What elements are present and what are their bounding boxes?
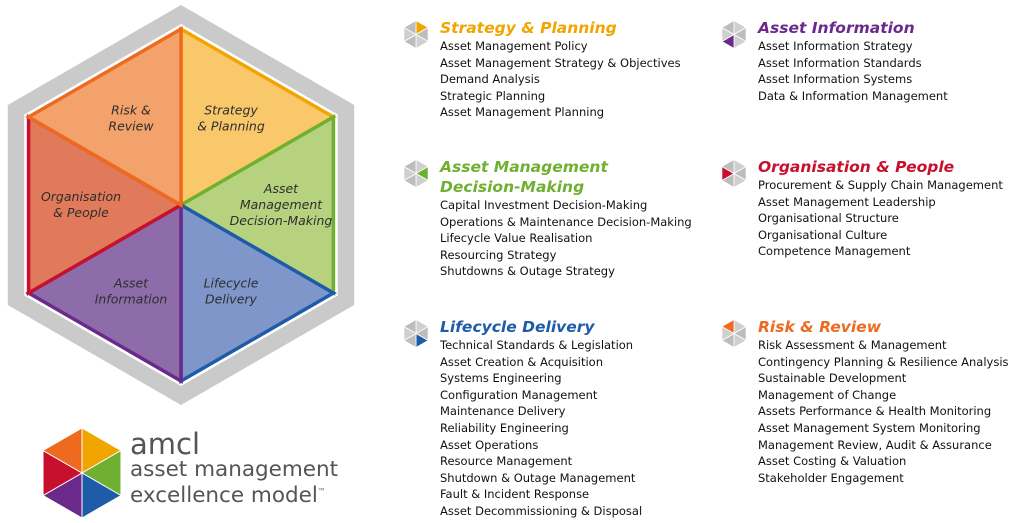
group-title-line: Asset Management: [440, 158, 608, 176]
segment-label-line: Management: [240, 197, 323, 212]
mini-hex-segment: [721, 158, 735, 175]
segment-label-strategy-planning: Strategy& Planning: [197, 102, 265, 133]
group-item: Resourcing Strategy: [440, 247, 557, 262]
group-item: Fault & Incident Response: [440, 487, 590, 502]
group-item: Asset Management Policy: [440, 39, 588, 53]
segment-label-line: Information: [95, 292, 168, 307]
decision-making-hexagon-icon: [403, 158, 429, 189]
segment-label-line: Organisation: [41, 189, 121, 204]
logo-segment: [42, 427, 83, 474]
group-item: Shutdowns & Outage Strategy: [440, 264, 615, 279]
group-title-line: Lifecycle Delivery: [440, 318, 595, 336]
segment-label-line: & Planning: [197, 118, 265, 133]
group-item: Management Review, Audit & Assurance: [758, 437, 992, 452]
group-item: Lifecycle Value Realisation: [440, 231, 593, 246]
group-item: Asset Management Planning: [440, 105, 605, 120]
group-item: Demand Analysis: [440, 72, 540, 87]
group-item: Organisational Structure: [758, 211, 899, 226]
segment-label-line: Delivery: [205, 292, 257, 307]
group-item: Asset Costing & Valuation: [758, 454, 907, 469]
group-item: Maintenance Delivery: [440, 404, 566, 419]
group-item: Competence Management: [758, 244, 911, 259]
segment-risk-review: [25, 25, 183, 209]
group-item: Asset Creation & Acquisition: [440, 354, 604, 369]
risk-review-hexagon-icon: [721, 318, 747, 349]
segment-label-line: Lifecycle: [204, 276, 259, 291]
group-item: Data & Information Management: [758, 88, 948, 103]
segment-label-line: Asset: [113, 276, 149, 291]
group-item: Capital Investment Decision-Making: [440, 198, 648, 212]
mini-hex-segment: [403, 318, 417, 335]
mini-hex-segment: [721, 19, 735, 36]
brand-wordmark: amcl asset management excellence model™: [130, 430, 338, 507]
group-item: Stakeholder Engagement: [758, 470, 904, 485]
group-title: Lifecycle Delivery: [440, 317, 595, 337]
group-title-line: Organisation & People: [758, 158, 955, 176]
group-item: Asset Decommissioning & Disposal: [440, 503, 643, 518]
group-item: Reliability Engineering: [440, 420, 569, 435]
group-item: Contingency Planning & Resilience Analys…: [758, 354, 1009, 369]
group-title-line: Decision-Making: [440, 178, 585, 196]
brand-tagline-1: asset management: [130, 457, 339, 482]
segment-label-line: Asset: [263, 181, 299, 196]
segment-label-line: Decision-Making: [230, 213, 333, 228]
group-item: Configuration Management: [440, 387, 598, 402]
group-item: Assets Performance & Health Monitoring: [758, 404, 992, 419]
amcl-logo-icon: [42, 427, 122, 519]
brand-tagline-2: excellence model™: [130, 483, 326, 509]
brand-name: amcl: [130, 427, 201, 461]
group-title-line: Risk & Review: [758, 318, 882, 336]
group-item: Technical Standards & Legislation: [440, 338, 634, 352]
group-title: Strategy & Planning: [440, 18, 617, 38]
segment-label-organisation-people: Organisation& People: [41, 189, 121, 220]
group-title: Risk & Review: [758, 317, 881, 337]
group-item: Systems Engineering: [440, 371, 562, 386]
organisation-people-hexagon-icon: [721, 158, 747, 189]
group-item: Resource Management: [440, 454, 573, 469]
group-item: Asset Information Systems: [758, 72, 913, 87]
group-item: Asset Management Strategy & Objectives: [440, 55, 681, 70]
strategy-planning-hexagon-icon: [403, 19, 429, 50]
group-item: Management of Change: [758, 387, 897, 402]
segment-label-risk-review: Risk &Review: [108, 102, 154, 133]
group-item: Asset Information Standards: [758, 55, 922, 70]
segment-label-line: Risk &: [111, 102, 151, 117]
mini-hex-segment: [403, 19, 417, 36]
group-item: Sustainable Development: [758, 371, 907, 386]
mini-hex-segment: [403, 158, 417, 175]
group-title: Organisation & People: [758, 157, 954, 177]
group-item: Strategic Planning: [440, 88, 546, 103]
group-title-line: Strategy & Planning: [440, 19, 617, 37]
group-item: Asset Management System Monitoring: [758, 420, 981, 435]
group-item: Organisational Culture: [758, 227, 888, 242]
segment-label-line: & People: [53, 205, 109, 220]
group-item: Risk Assessment & Management: [758, 338, 947, 352]
group-item: Procurement & Supply Chain Management: [758, 178, 1003, 192]
group-item: Asset Management Leadership: [758, 194, 936, 209]
group-title-line: Asset Information: [758, 19, 915, 37]
group-title: Asset Information: [758, 18, 915, 38]
group-item: Asset Operations: [440, 437, 539, 452]
group-item: Shutdown & Outage Management: [440, 470, 636, 485]
mini-hex-segment: [721, 318, 735, 335]
trademark-symbol: ™: [317, 487, 326, 496]
segment-label-line: Strategy: [204, 102, 258, 117]
group-item: Operations & Maintenance Decision-Making: [440, 214, 692, 229]
asset-information-hexagon-icon: [721, 19, 747, 50]
segment-label-line: Review: [108, 118, 154, 133]
lifecycle-delivery-hexagon-icon: [403, 318, 429, 349]
group-item: Asset Information Strategy: [758, 39, 913, 53]
